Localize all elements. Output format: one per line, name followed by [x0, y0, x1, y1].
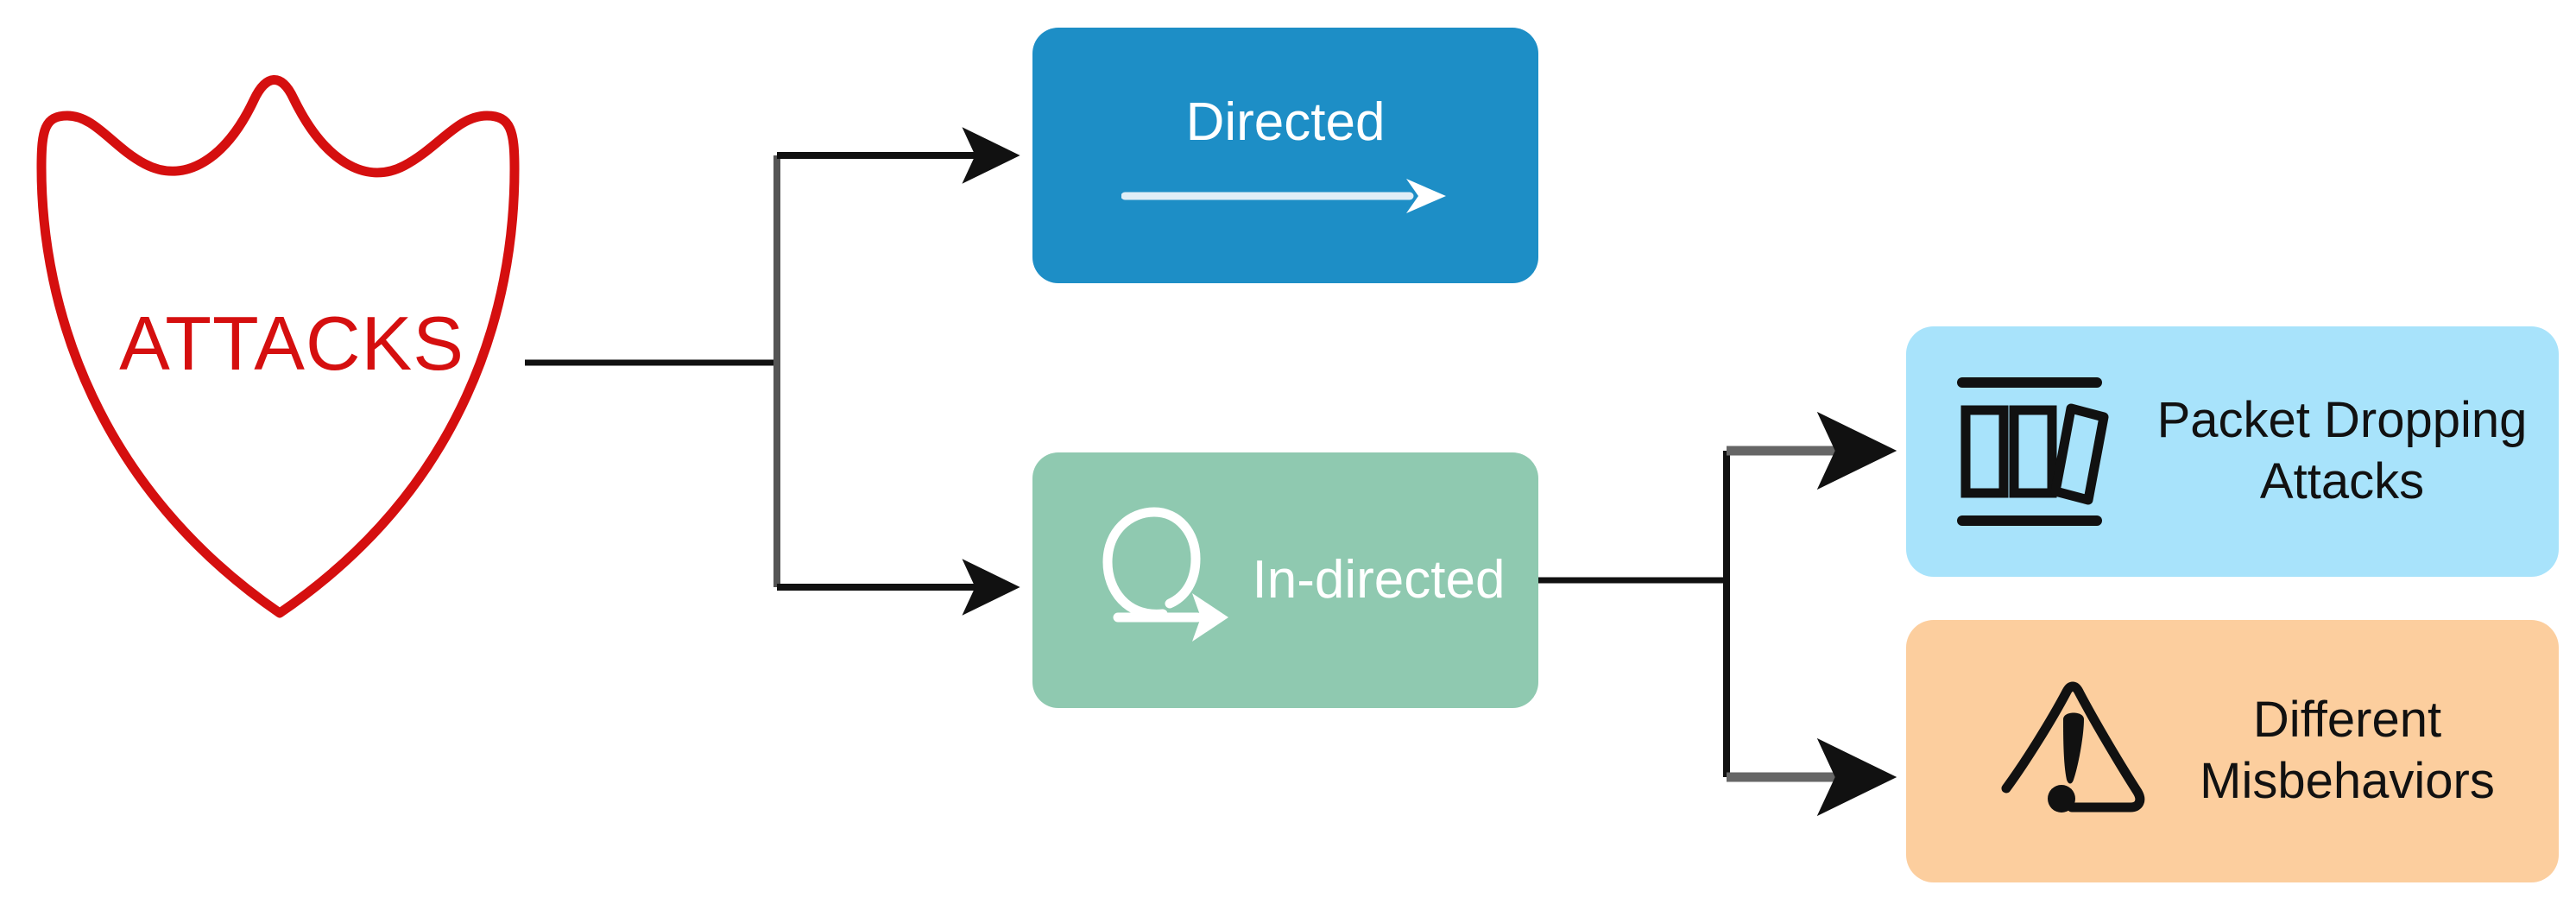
node-directed[interactable]: Directed: [1032, 28, 1538, 283]
packet-dropping-label: Packet Dropping Attacks: [2156, 392, 2528, 509]
shield-icon: [36, 75, 520, 618]
node-misbehaviors[interactable]: Different Misbehaviors: [1906, 620, 2559, 882]
node-packet-dropping[interactable]: Packet Dropping Attacks: [1906, 326, 2559, 577]
attacks-label: ATTACKS: [119, 300, 464, 386]
packet-drop-icon: [1956, 377, 2109, 526]
directed-label: Directed: [1185, 92, 1386, 152]
misbehaviors-label: Different Misbehaviors: [2200, 692, 2495, 809]
node-indirected[interactable]: In-directed: [1032, 452, 1538, 708]
warning-triangle-icon: [2001, 681, 2145, 813]
loop-arrow-icon: [1102, 507, 1228, 642]
edge-indirected-trunk: [1538, 451, 1730, 777]
straight-arrow-icon: [1121, 179, 1446, 213]
attacks-shield-node[interactable]: ATTACKS: [16, 50, 568, 637]
indirected-label: In-directed: [1252, 550, 1506, 610]
